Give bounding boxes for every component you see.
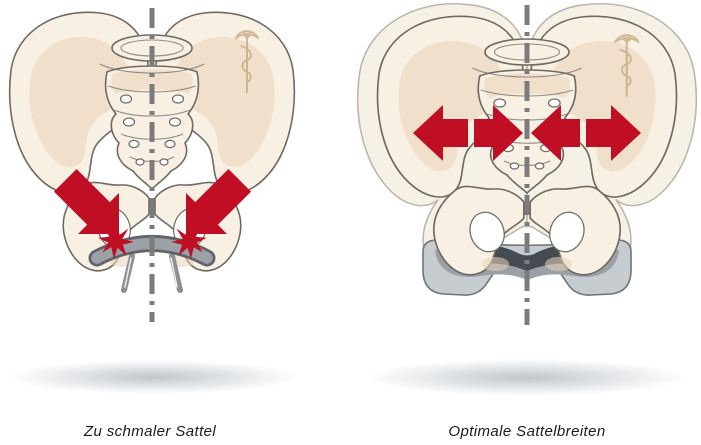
panel-narrow-saddle (0, 8, 320, 322)
caption-optimal-saddle: Optimale Sattelbreiten (448, 423, 606, 440)
ground-shadow-left (8, 360, 300, 394)
panel-optimal-saddle (356, 2, 698, 325)
caption-narrow-saddle: Zu schmaler Sattel (83, 423, 217, 440)
ground-shadow-right (366, 359, 686, 396)
